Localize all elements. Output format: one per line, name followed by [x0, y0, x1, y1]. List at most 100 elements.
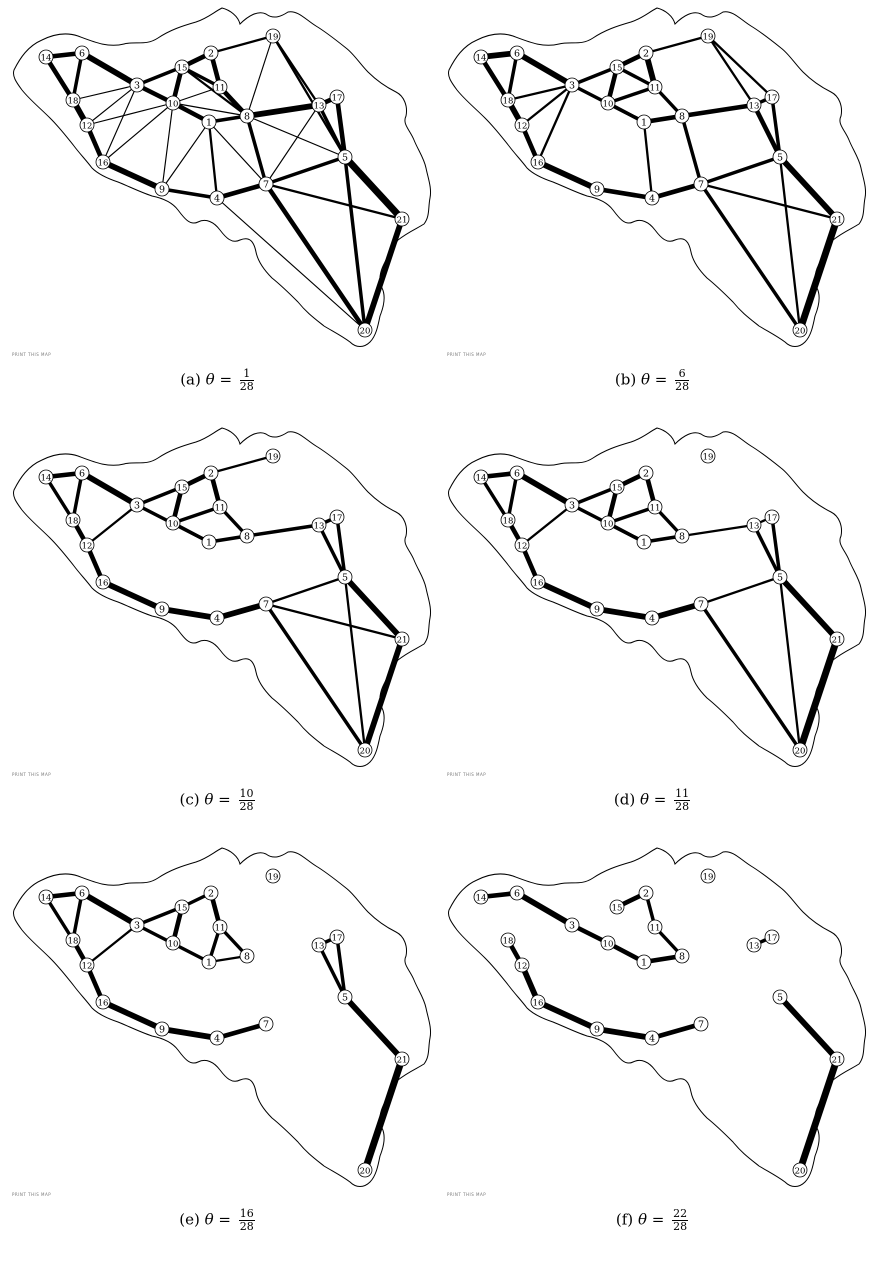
node-circle — [174, 59, 190, 75]
graph-node-11: 11 — [647, 919, 663, 935]
node-circle — [239, 528, 255, 544]
node-label: 16 — [98, 998, 109, 1008]
graph-edge-16-9 — [100, 579, 165, 612]
graph-node-16: 16 — [530, 994, 546, 1010]
node-label: 13 — [314, 101, 325, 111]
node-circle — [500, 512, 516, 528]
graph-node-7: 7 — [693, 176, 709, 192]
graph-node-7: 7 — [693, 596, 709, 612]
graph-node-10: 10 — [165, 935, 181, 951]
graph-edge-3-16 — [102, 84, 138, 163]
graph-edge-3-18 — [72, 84, 138, 101]
node-circle — [165, 95, 181, 111]
graph-edge-5-21 — [777, 154, 840, 222]
graph-node-3: 3 — [129, 77, 145, 93]
graph-node-4: 4 — [209, 1030, 225, 1046]
node-circle — [514, 957, 530, 973]
graph-node-21: 21 — [394, 1051, 410, 1067]
node-label: 10 — [603, 99, 614, 109]
graph-node-3: 3 — [564, 917, 580, 933]
node-label: 5 — [342, 152, 348, 163]
caption-symbol: θ = — [640, 370, 668, 389]
graph-edge-17-5 — [770, 95, 782, 159]
node-circle — [609, 899, 625, 915]
graph-node-4: 4 — [644, 610, 660, 626]
node-label: 17 — [332, 933, 343, 943]
caption-label: (e) — [179, 1210, 200, 1229]
graph-node-8: 8 — [239, 948, 255, 964]
graph-node-2: 2 — [203, 885, 219, 901]
graph-node-9: 9 — [154, 181, 170, 197]
graph-edge-6-18 — [506, 471, 519, 522]
node-circle — [154, 181, 170, 197]
node-circle — [65, 932, 81, 948]
graph-edge-9-4 — [594, 186, 655, 201]
node-circle — [746, 97, 762, 113]
caption-f: (f) θ = 22 28 — [435, 1208, 869, 1233]
graph-edge-7-21 — [264, 602, 404, 641]
caption-denominator: 28 — [673, 1220, 688, 1233]
node-label: 1 — [641, 957, 647, 968]
node-label: 10 — [168, 99, 179, 109]
graph-node-4: 4 — [644, 190, 660, 206]
graph-node-10: 10 — [600, 515, 616, 531]
graph-node-16: 16 — [530, 154, 546, 170]
node-circle — [203, 465, 219, 481]
graph-edge-6-18 — [506, 51, 519, 102]
node-label: 16 — [533, 998, 544, 1008]
graph-node-2: 2 — [638, 465, 654, 481]
node-circle — [203, 45, 219, 61]
node-circle — [394, 1051, 410, 1067]
graph-node-18: 18 — [500, 932, 516, 948]
graph-edge-5-21 — [341, 153, 406, 223]
graph-edge-4-7 — [649, 181, 704, 201]
caption-denominator: 28 — [239, 1220, 254, 1233]
graph-edge-1-4 — [642, 120, 654, 200]
graph-node-6: 6 — [509, 465, 525, 481]
node-label: 10 — [168, 939, 179, 949]
graph-node-13: 13 — [746, 937, 762, 953]
caption-c: (c) θ = 10 28 — [0, 788, 434, 813]
node-label: 19 — [703, 32, 714, 42]
node-label: 1 — [206, 117, 212, 128]
graph-node-1: 1 — [201, 114, 217, 130]
graph-edge-14-18 — [44, 475, 75, 522]
graph-edge-10-11 — [606, 85, 657, 105]
node-circle — [239, 108, 255, 124]
node-circle — [530, 994, 546, 1010]
graph-node-20: 20 — [357, 322, 373, 338]
graph-node-7: 7 — [258, 596, 274, 612]
node-label: 2 — [643, 48, 649, 59]
node-label: 10 — [168, 519, 179, 529]
graph-edge-6-3 — [514, 890, 575, 928]
node-circle — [514, 117, 530, 133]
node-label: 20 — [795, 326, 806, 336]
graph-node-21: 21 — [829, 211, 845, 227]
graph-edge-5-21 — [342, 994, 405, 1062]
node-label: 14 — [476, 53, 487, 63]
graph-edge-7-20 — [699, 602, 802, 752]
graph-edge-19-5 — [271, 34, 347, 159]
node-circle — [600, 95, 616, 111]
graph-node-17: 17 — [329, 929, 345, 945]
node-circle — [129, 497, 145, 513]
graph-node-1: 1 — [201, 954, 217, 970]
node-label: 14 — [41, 473, 52, 483]
graph-edge-8-13 — [245, 523, 321, 538]
graph-node-14: 14 — [38, 889, 54, 905]
graph-node-1: 1 — [201, 534, 217, 550]
caption-numerator: 22 — [672, 1207, 689, 1221]
graph-edge-5-20 — [343, 575, 367, 752]
node-label: 4 — [214, 1033, 220, 1044]
graph-node-17: 17 — [764, 89, 780, 105]
node-circle — [792, 322, 808, 338]
graph-edge-7-5 — [264, 575, 347, 606]
node-circle — [74, 45, 90, 61]
node-circle — [329, 89, 345, 105]
graph-node-17: 17 — [329, 509, 345, 525]
caption-label: (a) — [180, 370, 201, 389]
node-circle — [258, 596, 274, 612]
